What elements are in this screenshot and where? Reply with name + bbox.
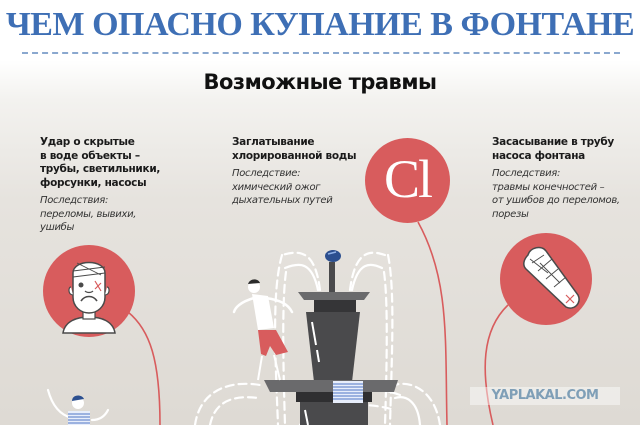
heading-line: Удар о скрытые [40,136,135,148]
injury-consequence: Последствия: переломы, вывихи, ушибы [40,194,190,235]
injury-block-chlorine: Заглатывание хлорированной воды Последст… [232,136,382,208]
consequence-line: дыхательных путей [232,195,333,206]
heading-line: форсунки, насосы [40,176,147,189]
bandaged-head-icon [62,261,116,334]
injury-block-suction: Засасывание в трубу насоса фонтана После… [492,136,640,221]
heading-line: Засасывание в трубу [492,136,614,148]
injury-icon-arm-circle [500,233,592,325]
connector-line-right [484,304,509,425]
injury-consequence: Последствие: химический ожог дыхательных… [232,167,382,208]
consequence-label: Последствия: [492,168,561,179]
heading-line: Заглатывание [232,136,315,148]
bandaged-arm-icon [523,246,580,309]
connector-line-left [127,311,161,425]
heading-line: насоса фонтана [492,149,585,162]
cap-icon [325,250,341,262]
injury-consequence: Последствия: травмы конечностей – от уши… [492,167,640,221]
consequence-line: травмы конечностей – [492,181,605,193]
heading-line: в воде объекты – [40,149,140,162]
heading-line: хлорированной воды [232,149,357,162]
swimmer-man-icon [232,279,294,381]
striped-shirt-icon [333,381,363,403]
watermark: YAPLAKAL.COM [470,387,620,405]
title-divider [22,52,620,54]
connector-line-middle [417,221,448,425]
consequence-line: порезы [492,208,529,220]
section-subtitle: Возможные травмы [203,70,438,94]
consequence-line: ушибы [40,222,75,233]
page-title: ЧЕМ ОПАСНО КУПАНИЕ В ФОНТАНЕ [5,6,635,43]
consequence-line: химический ожог [232,181,321,193]
sailor-child-icon [46,388,110,425]
heading-line: трубы, светильники, [40,163,161,175]
consequence-label: Последствие: [232,168,301,179]
injury-heading: Удар о скрытые в воде объекты – трубы, с… [40,136,190,190]
injury-heading: Заглатывание хлорированной воды [232,136,382,163]
consequence-label: Последствия: [40,195,109,206]
chlorine-symbol: Cl [383,149,433,209]
injury-icon-head-circle [43,245,135,337]
injury-block-impact: Удар о скрытые в воде объекты – трубы, с… [40,136,190,235]
consequence-line: переломы, вывихи, [40,208,137,220]
consequence-line: от ушибов до переломов, [492,195,620,206]
injury-heading: Засасывание в трубу насоса фонтана [492,136,640,163]
chlorine-circle: Cl [365,138,450,223]
